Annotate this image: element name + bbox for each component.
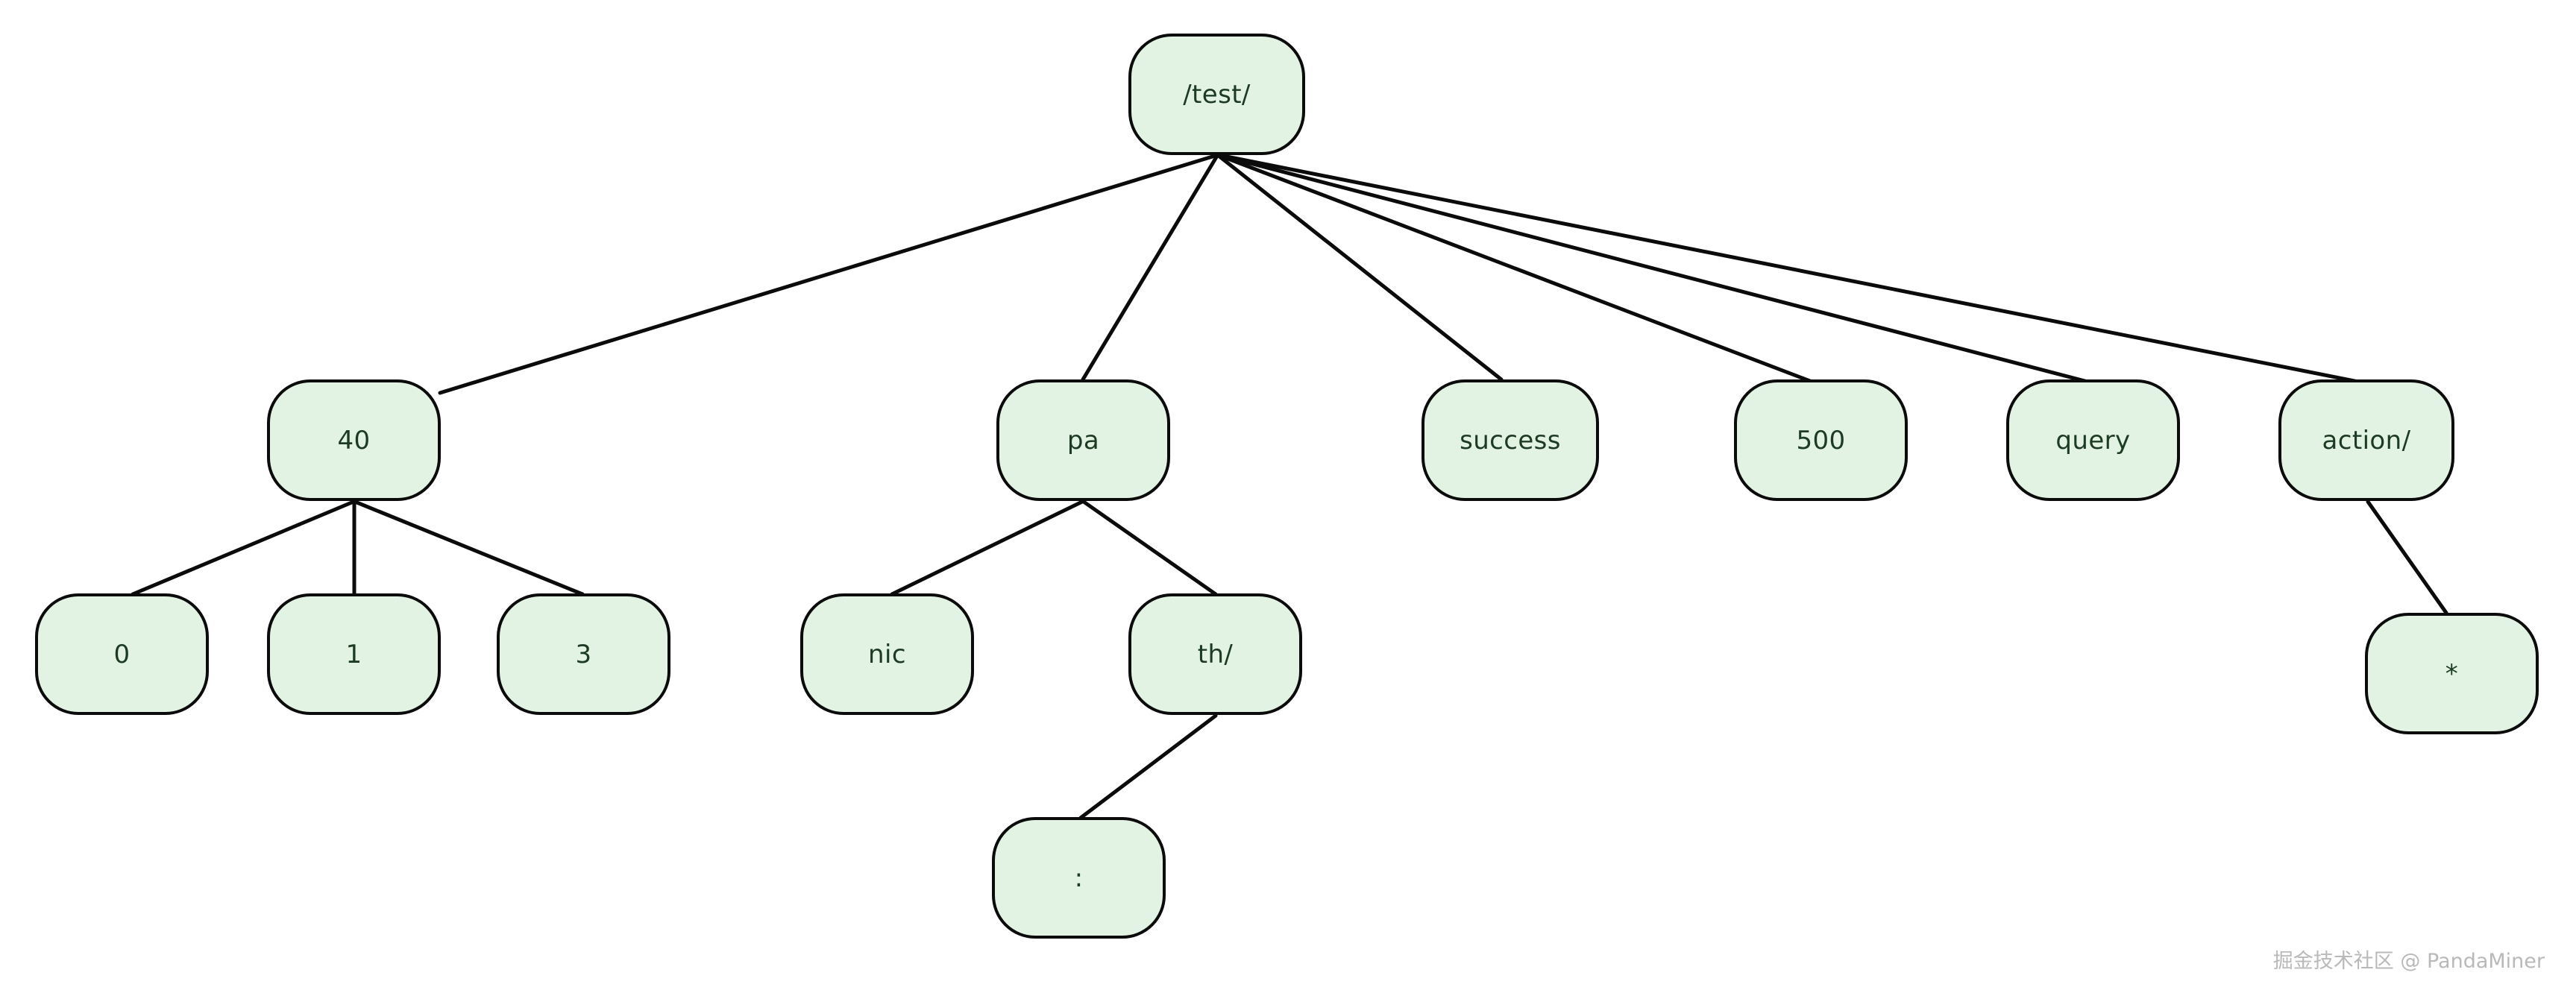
tree-node-action[interactable]: action/ — [2278, 379, 2454, 501]
tree-edge — [1219, 154, 2093, 385]
tree-node-pa[interactable]: pa — [996, 379, 1170, 501]
tree-node-colon[interactable]: : — [992, 817, 1166, 939]
tree-node-star[interactable]: * — [2365, 613, 2539, 734]
tree-node-n1[interactable]: 1 — [267, 593, 441, 715]
tree-edge — [2366, 499, 2448, 615]
tree-node-label: success — [1460, 425, 1561, 456]
tree-node-label: /test/ — [1183, 79, 1251, 110]
tree-node-label: query — [2055, 425, 2131, 456]
tree-node-th[interactable]: th/ — [1128, 593, 1302, 715]
tree-node-root[interactable]: /test/ — [1128, 34, 1305, 155]
tree-edge — [1216, 154, 1504, 382]
tree-edge — [1081, 154, 1219, 382]
tree-node-n40[interactable]: 40 — [267, 379, 441, 501]
tree-node-n3[interactable]: 3 — [497, 593, 670, 715]
tree-edge — [890, 499, 1084, 596]
watermark: 掘金技术社区 @ PandaMiner — [2272, 950, 2545, 973]
tree-edge — [1221, 154, 2368, 385]
tree-node-label: 0 — [113, 639, 131, 669]
tree-node-label: 40 — [337, 425, 371, 456]
tree-node-query[interactable]: query — [2006, 379, 2180, 501]
tree-node-label: action/ — [2322, 425, 2411, 456]
tree-node-label: 3 — [575, 639, 592, 669]
tree-edge — [1218, 154, 1816, 385]
tree-node-label: : — [1074, 863, 1084, 893]
tree-node-label: 1 — [345, 639, 362, 669]
tree-edge — [438, 154, 1217, 395]
tree-edge — [353, 499, 585, 596]
tree-node-label: th/ — [1197, 639, 1234, 669]
tree-node-label: 500 — [1796, 425, 1846, 456]
tree-edge — [131, 499, 356, 596]
tree-node-label: * — [2445, 658, 2459, 689]
tree-node-label: nic — [868, 639, 906, 669]
tree-edge — [1078, 713, 1218, 820]
tree-node-nic[interactable]: nic — [800, 593, 974, 715]
tree-node-n0[interactable]: 0 — [35, 593, 209, 715]
tree-node-label: pa — [1066, 425, 1100, 456]
tree-node-success[interactable]: success — [1421, 379, 1599, 501]
tree-node-n500[interactable]: 500 — [1734, 379, 1908, 501]
tree-edge — [1081, 499, 1218, 596]
